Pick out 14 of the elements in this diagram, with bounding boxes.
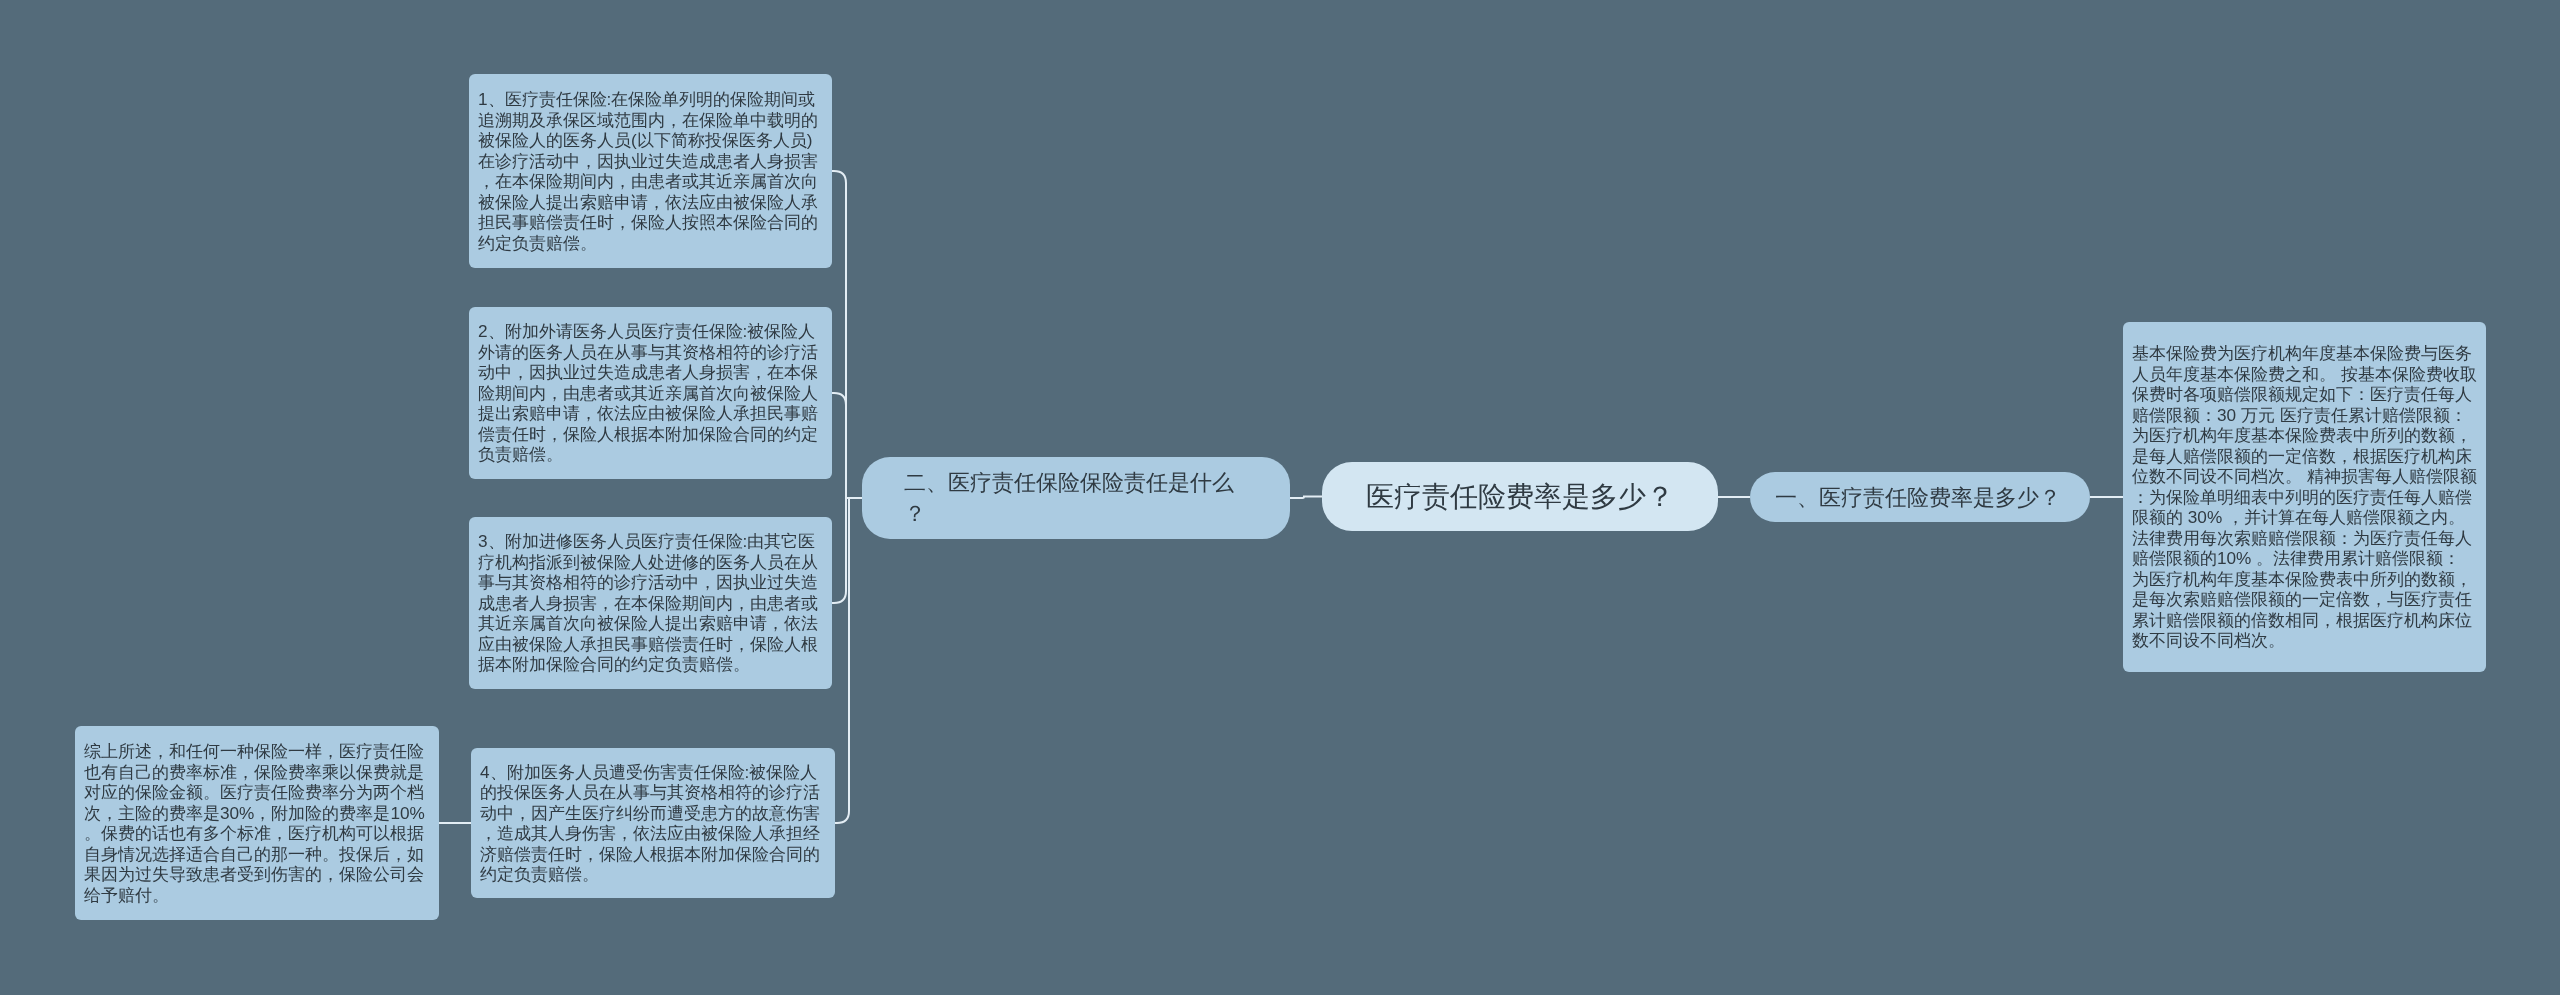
text-card: 1、医疗责任保险:在保险单列明的保险期间或追溯期及承保区域范围内，在保险单中载明的被保险人的医务人员(以下简称投保医务人员)在诊疗活动中，因执业过失造成患者人身损害，在本保险期间内，由患者或其近亲属首次向被保险人提出索赔申请，依法应由被保险人承担民事赔偿责任时，保险人按照本保险合同的约定负责赔偿。 — [469, 74, 832, 268]
text-card: 综上所述，和任何一种保险一样，医疗责任险也有自己的费率标准，保险费率乘以保费就是对应的保险金额。医疗责任险费率分为两个档次，主险的费率是30%，附加险的费率是10%。保费的话也有多个标准，医疗机构可以根据自身情况选择适合自己的那一种。投保后，如果因为过失导致患者受到伤害的，保险公司会给予赔付。 — [75, 726, 439, 920]
connector-line — [1289, 495, 1323, 499]
connector-line — [438, 822, 472, 824]
connector-line — [834, 497, 863, 824]
text-card: 2、附加外请医务人员医疗责任保险:被保险人外请的医务人员在从事与其资格相符的诊疗活动中，因执业过失造成患者人身损害，在本保险期间内，由患者或其近亲属首次向被保险人提出索赔申请，依法应由被保险人承担民事赔偿责任时，保险人根据本附加保险合同的约定负责赔偿。 — [469, 307, 832, 479]
text-card: 基本保险费为医疗机构年度基本保险费与医务人员年度基本保险费之和。 按基本保险费收取保费时各项赔偿限额规定如下：医疗责任每人赔偿限额：30 万元 医疗责任累计赔偿限额：为医疗机构年度基本保险费表中所列的数额，是每人赔偿限额的一定倍数，根据医疗机构床位数不同设不同档次。 精神损害每人赔偿限额：为保险单明细表中列明的医疗责任每人赔偿限额的 30% ，并计算在每人赔偿限额之内。法律费用每次索赔赔偿限额：为医疗责任每人赔偿限额的10% 。法律费用累计赔偿限额：为医疗机构年度基本保险费表中所列的数额，是每次索赔赔偿限额的一定倍数，与医疗责任累计赔偿限额的倍数相同，根据医疗机构床位数不同设不同档次。 — [2123, 322, 2486, 672]
text-card: 3、附加进修医务人员医疗责任保险:由其它医疗机构指派到被保险人处进修的医务人员在从事与其资格相符的诊疗活动中，因执业过失造成患者人身损害，在本保险期间内，由患者或其近亲属首次向被保险人提出索赔申请，依法应由被保险人承担民事赔偿责任时，保险人根据本附加保险合同的约定负责赔偿。 — [469, 517, 832, 689]
text-card: 4、附加医务人员遭受伤害责任保险:被保险人的投保医务人员在从事与其资格相符的诊疗活动中，因产生医疗纠纷而遭受患方的故意伤害，造成其人身伤害，依法应由被保险人承担经济赔偿责任时，保险人根据本附加保险合同的约定负责赔偿。 — [471, 748, 835, 898]
connector-line — [1717, 496, 1751, 498]
branch-topic: 一、医疗责任险费率是多少？ — [1750, 472, 2090, 522]
central-topic: 医疗责任险费率是多少？ — [1322, 462, 1718, 531]
branch-topic: 二、医疗责任保险保险责任是什么？ — [862, 457, 1290, 539]
connector-line — [2089, 496, 2124, 498]
